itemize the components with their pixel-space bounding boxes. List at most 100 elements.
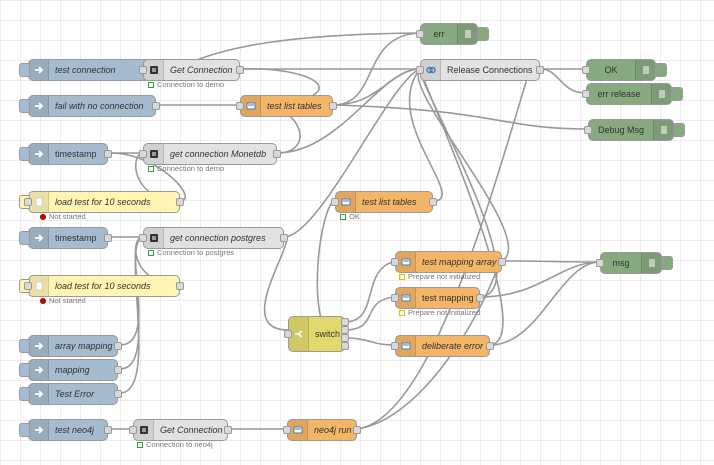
input-port[interactable] — [129, 426, 137, 434]
deliberate-error-node[interactable]: deliberate error — [391, 335, 494, 357]
output-port[interactable] — [114, 342, 122, 350]
inject-trigger-button[interactable] — [19, 99, 30, 113]
database-icon — [144, 228, 164, 248]
input-port[interactable] — [391, 342, 399, 350]
test-neo4j-node[interactable]: test neo4j — [19, 419, 112, 441]
output-port-4[interactable] — [341, 342, 349, 350]
output-port[interactable] — [114, 390, 122, 398]
input-port[interactable] — [139, 234, 147, 242]
input-port[interactable] — [584, 126, 592, 134]
output-port-3[interactable] — [341, 334, 349, 342]
output-port[interactable] — [476, 294, 484, 302]
test-list-tables-1-node[interactable]: test list tables — [236, 95, 337, 117]
status-green-square-icon — [148, 165, 154, 172]
err-release-debug-node[interactable]: err release — [582, 83, 683, 105]
output-port[interactable] — [104, 150, 112, 158]
test-error-node[interactable]: Test Error — [19, 383, 122, 405]
inject-trigger-button[interactable] — [19, 423, 30, 437]
output-port[interactable] — [152, 102, 160, 110]
neo4j-run-node[interactable]: neo4j run — [283, 419, 361, 441]
lightning-icon — [29, 192, 49, 212]
input-port[interactable] — [582, 90, 590, 98]
switch-node[interactable]: switch — [284, 316, 349, 352]
document-icon — [396, 288, 416, 308]
test-mapping-node[interactable]: test mapping — [391, 287, 484, 309]
inject-trigger-button[interactable] — [19, 147, 30, 161]
arrow-right-icon — [29, 96, 49, 116]
release-connections-node[interactable]: Release Connections — [416, 59, 544, 81]
node-label: deliberate error — [422, 341, 484, 351]
debug-toggle-button[interactable] — [478, 27, 489, 41]
input-port[interactable] — [416, 30, 424, 38]
test-mapping-array-node[interactable]: test mapping array — [391, 251, 506, 273]
input-port[interactable] — [391, 294, 399, 302]
input-port[interactable] — [24, 198, 32, 206]
list-icon — [653, 120, 673, 140]
list-icon — [635, 60, 655, 80]
debug-toggle-button[interactable] — [662, 256, 673, 270]
input-port[interactable] — [283, 426, 291, 434]
output-port[interactable] — [114, 366, 122, 374]
output-port-1[interactable] — [341, 318, 349, 326]
output-port[interactable] — [536, 66, 544, 74]
node-label: Get Connection — [160, 425, 223, 435]
err-debug-node[interactable]: err — [416, 23, 489, 45]
debug-toggle-button[interactable] — [656, 63, 667, 77]
inject-trigger-button[interactable] — [19, 231, 30, 245]
timestamp-1-node[interactable]: timestamp — [19, 143, 112, 165]
mapping-node[interactable]: mapping — [19, 359, 122, 381]
inject-trigger-button[interactable] — [19, 363, 30, 377]
output-port[interactable] — [429, 198, 437, 206]
input-port[interactable] — [236, 102, 244, 110]
input-port[interactable] — [416, 66, 424, 74]
arrow-right-icon — [29, 420, 49, 440]
node-label: test mapping array — [422, 257, 497, 267]
output-port[interactable] — [280, 234, 288, 242]
get-connection-monetdb-node[interactable]: get connection Monetdb — [139, 143, 281, 165]
inject-trigger-button[interactable] — [19, 339, 30, 353]
test-connection-node[interactable]: test connection — [19, 59, 162, 81]
msg-debug-node[interactable]: msg — [596, 252, 673, 274]
output-port[interactable] — [224, 426, 232, 434]
ok-debug-node[interactable]: OK — [582, 59, 667, 81]
get-connection-node[interactable]: Get Connection — [139, 59, 244, 81]
get-connection-postgres-node[interactable]: get connection postgres — [139, 227, 288, 249]
output-port[interactable] — [104, 426, 112, 434]
input-port[interactable] — [139, 150, 147, 158]
output-port[interactable] — [353, 426, 361, 434]
debug-toggle-button[interactable] — [672, 87, 683, 101]
node-label: err release — [597, 89, 641, 99]
database-icon — [134, 420, 154, 440]
database-icon — [144, 144, 164, 164]
timestamp-2-node[interactable]: timestamp — [19, 227, 112, 249]
output-port[interactable] — [498, 258, 506, 266]
input-port[interactable] — [24, 282, 32, 290]
fail-no-connection-node[interactable]: fail with no connection — [19, 95, 160, 117]
database-icon — [144, 60, 164, 80]
input-port[interactable] — [284, 330, 292, 338]
output-port[interactable] — [329, 102, 337, 110]
array-mapping-node[interactable]: array mapping — [19, 335, 122, 357]
node-label: test mapping — [422, 293, 474, 303]
inject-trigger-button[interactable] — [19, 63, 30, 77]
debug-msg-node[interactable]: Debug Msg — [584, 119, 685, 141]
input-port[interactable] — [596, 259, 604, 267]
inject-trigger-button[interactable] — [19, 387, 30, 401]
test-list-tables-2-node[interactable]: test list tables — [331, 191, 437, 213]
load-test-2-node[interactable]: load test for 10 seconds — [19, 275, 184, 297]
output-port[interactable] — [273, 150, 281, 158]
node-label: test connection — [55, 65, 116, 75]
debug-toggle-button[interactable] — [674, 123, 685, 137]
output-port[interactable] — [176, 282, 184, 290]
input-port[interactable] — [331, 198, 339, 206]
output-port[interactable] — [104, 234, 112, 242]
output-port[interactable] — [176, 198, 184, 206]
get-connection-neo4j-node[interactable]: Get Connection — [129, 419, 232, 441]
output-port-2[interactable] — [341, 326, 349, 334]
input-port[interactable] — [582, 66, 590, 74]
input-port[interactable] — [391, 258, 399, 266]
output-port[interactable] — [486, 342, 494, 350]
output-port[interactable] — [236, 66, 244, 74]
load-test-1-node[interactable]: load test for 10 seconds — [19, 191, 184, 213]
input-port[interactable] — [139, 66, 147, 74]
